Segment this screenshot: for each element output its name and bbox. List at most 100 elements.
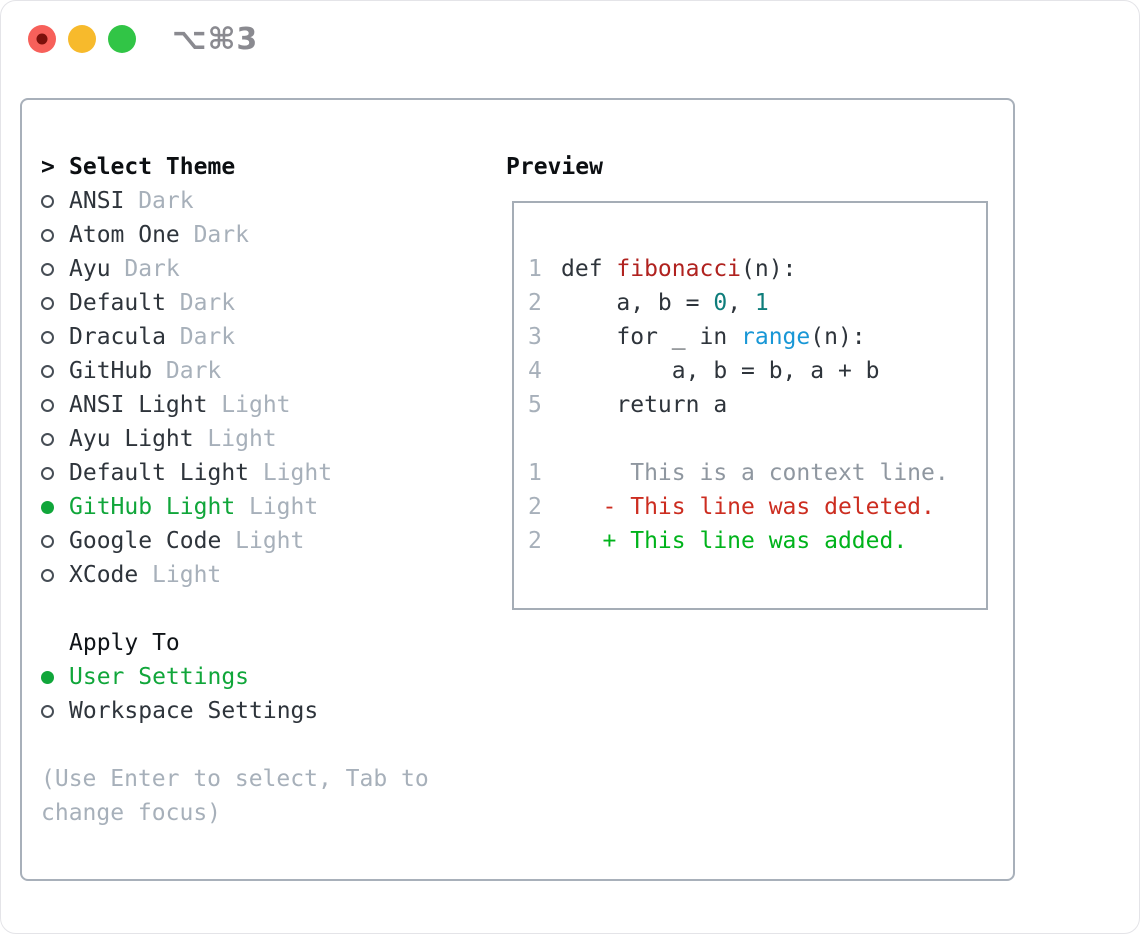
radio-unselected-icon [41, 534, 54, 548]
code-line: 2 a, b = 0, 1 [528, 286, 972, 320]
theme-name: Default Light [69, 460, 250, 486]
zoom-button[interactable] [108, 25, 136, 53]
radio-unselected-icon [41, 466, 54, 480]
code-segment: - This line was deleted. [561, 494, 935, 520]
line-number: 2 [528, 494, 542, 520]
line-number: 1 [528, 256, 542, 282]
select-theme-title: Select Theme [69, 154, 236, 180]
theme-variant-tag: Dark [179, 290, 236, 316]
theme-name: Ayu Light [69, 426, 194, 452]
radio-unselected-icon [41, 296, 54, 310]
code-segment: , [727, 290, 755, 316]
theme-option[interactable]: GitHub Light Light [41, 490, 503, 524]
radio-unselected-icon [41, 364, 54, 378]
code-segment: 1 [754, 290, 769, 316]
code-segment: a, b = b, a + b [561, 358, 880, 384]
line-number: 1 [528, 460, 542, 486]
code-line: 5 return a [528, 388, 972, 422]
code-line: 1 def fibonacci(n): [528, 252, 972, 286]
line-number: 2 [528, 290, 542, 316]
line-number: 2 [528, 528, 542, 554]
theme-variant-tag: Dark [124, 256, 180, 282]
theme-option[interactable]: Default Light Light [41, 456, 503, 490]
help-text-line-1: (Use Enter to select, Tab to [41, 766, 429, 792]
apply-to-option[interactable]: User Settings [41, 660, 503, 694]
code-line: 4 a, b = b, a + b [528, 354, 972, 388]
theme-name: Ayu [69, 256, 111, 282]
code-segment: for _ in [561, 324, 742, 350]
code-line [528, 422, 972, 456]
radio-unselected-icon [41, 704, 54, 718]
code-segment: return a [561, 392, 728, 418]
code-line: 3 for _ in range(n): [528, 320, 972, 354]
theme-name: Google Code [69, 528, 222, 554]
theme-name: XCode [69, 562, 139, 588]
radio-unselected-icon [41, 262, 54, 276]
code-line: 2 - This line was deleted. [528, 490, 972, 524]
apply-to-name: User Settings [69, 664, 250, 690]
theme-option[interactable]: Atom One Dark [41, 218, 503, 252]
theme-variant-tag: Light [221, 392, 291, 418]
line-number: 3 [528, 324, 542, 350]
line-number: 4 [528, 358, 542, 384]
theme-option[interactable]: Ayu Dark [41, 252, 503, 286]
theme-name: GitHub [69, 358, 153, 384]
code-segment: + This line was added. [561, 528, 908, 554]
theme-option[interactable]: Default Dark [41, 286, 503, 320]
theme-option[interactable]: XCode Light [41, 558, 503, 592]
radio-unselected-icon [41, 568, 54, 582]
close-button[interactable] [28, 25, 56, 53]
line-number: 5 [528, 392, 542, 418]
window-shortcut-label: ⌥⌘3 [172, 21, 259, 57]
theme-name: Dracula [69, 324, 166, 350]
theme-variant-tag: Light [248, 494, 319, 520]
apply-to-name: Workspace Settings [69, 698, 319, 724]
code-segment: fibonacci [616, 256, 742, 282]
prompt-caret-icon: > [41, 154, 55, 180]
radio-unselected-icon [41, 398, 54, 412]
radio-selected-icon [41, 670, 54, 684]
select-theme-header: > Select Theme [41, 150, 503, 184]
minimize-button[interactable] [68, 25, 96, 53]
unsaved-dot-icon [36, 33, 48, 45]
radio-unselected-icon [41, 330, 54, 344]
code-segment: This is a context line. [561, 460, 949, 486]
code-segment: range [741, 324, 811, 350]
theme-variant-tag: Light [262, 460, 333, 486]
theme-name: GitHub Light [69, 494, 236, 520]
theme-name: ANSI [69, 188, 125, 214]
titlebar: ⌥⌘3 [1, 1, 1139, 77]
theme-name: Atom One [69, 222, 180, 248]
help-text-line-2: change focus) [41, 800, 222, 826]
traffic-lights [28, 25, 136, 53]
radio-selected-icon [41, 500, 54, 514]
spacer [41, 728, 503, 762]
radio-unselected-icon [41, 432, 54, 446]
apply-to-title: Apply To [69, 630, 180, 656]
radio-unselected-icon [41, 228, 54, 242]
code-segment: def [561, 256, 617, 282]
preview-title: Preview [506, 154, 603, 180]
code-segment: (n): [810, 324, 866, 350]
theme-name: Default [69, 290, 166, 316]
theme-variant-tag: Dark [193, 222, 249, 248]
theme-variant-tag: Dark [179, 324, 236, 350]
theme-variant-tag: Light [152, 562, 222, 588]
code-segment: (n): [741, 256, 797, 282]
code-segment: 0 [713, 290, 728, 316]
radio-unselected-icon [41, 194, 54, 208]
code-line: 1 This is a context line. [528, 456, 972, 490]
theme-option[interactable]: Dracula Dark [41, 320, 503, 354]
apply-to-option[interactable]: Workspace Settings [41, 694, 503, 728]
